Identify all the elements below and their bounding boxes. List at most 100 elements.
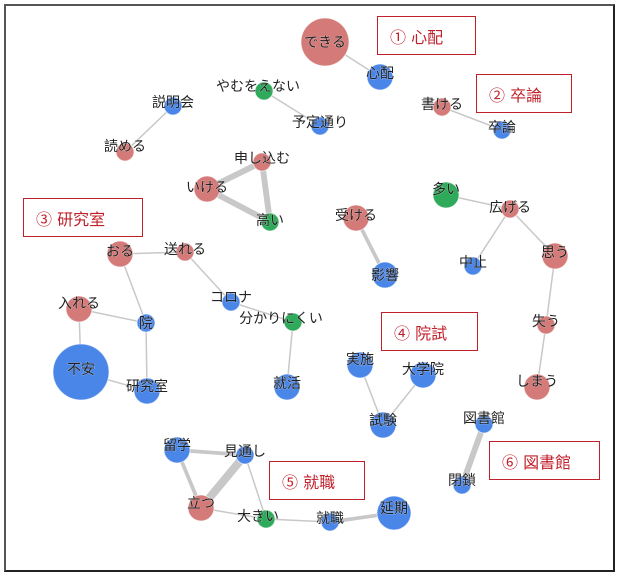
node-toshokan[interactable]: 図書館 [463, 410, 506, 434]
node-shiken[interactable]: 試験 [369, 411, 398, 439]
node-circle[interactable] [106, 240, 134, 268]
node-shuukatsu[interactable]: 就活 [273, 373, 302, 401]
node-heisa[interactable]: 閉鎖 [448, 473, 477, 495]
node-circle[interactable] [260, 212, 280, 232]
node-label: 研究室 [126, 378, 168, 395]
node-label: しまう [516, 374, 558, 390]
node-moshikomu[interactable]: 申し込む [234, 151, 291, 172]
node-daigakuin[interactable]: 大学院 [402, 361, 445, 389]
node-circle[interactable] [346, 351, 374, 379]
node-omou[interactable]: 思う [541, 242, 570, 270]
node-circle[interactable] [492, 120, 512, 140]
node-ikeru[interactable]: いける [186, 175, 229, 203]
node-circle[interactable] [163, 436, 191, 464]
node-circle[interactable] [432, 181, 460, 209]
node-circle[interactable] [523, 373, 551, 401]
node-corona[interactable]: コロナ [210, 290, 253, 312]
node-circle[interactable] [320, 512, 340, 532]
node-yomeru[interactable]: 読める [104, 138, 147, 162]
edge-mitooshi-ookii [244, 454, 267, 520]
node-circle[interactable] [115, 142, 135, 162]
node-oru[interactable]: おる [106, 240, 135, 268]
node-circle[interactable] [163, 96, 183, 116]
node-jisshi[interactable]: 実施 [346, 351, 375, 379]
node-circle[interactable] [52, 343, 110, 401]
node-label: 就職 [316, 511, 344, 527]
node-circle[interactable] [371, 261, 399, 289]
node-circle[interactable] [463, 256, 483, 276]
node-circle[interactable] [409, 361, 437, 389]
node-circle[interactable] [342, 204, 370, 232]
node-circle[interactable] [283, 312, 303, 332]
node-circle[interactable] [273, 373, 301, 401]
node-circle[interactable] [65, 295, 93, 323]
node-dekiru[interactable]: できる [300, 17, 350, 67]
node-ushinau[interactable]: 失う [532, 314, 561, 335]
node-label: 大学院 [402, 362, 444, 378]
node-ooi[interactable]: 多い [432, 181, 461, 209]
node-circle[interactable] [187, 494, 215, 522]
node-circle[interactable] [500, 199, 520, 219]
node-shimau[interactable]: しまう [516, 373, 559, 401]
node-eikyou[interactable]: 影響 [371, 261, 400, 289]
node-label: 心配 [366, 66, 394, 82]
node-hirogeru[interactable]: 広げる [489, 199, 532, 219]
node-label: 延期 [380, 501, 408, 517]
node-circle[interactable] [221, 292, 241, 312]
category-label-thesis: ② 卒論 [476, 74, 572, 113]
node-ukeru[interactable]: 受ける [335, 204, 378, 232]
node-circle[interactable] [452, 475, 472, 495]
node-label: 図書館 [463, 410, 505, 427]
node-mitooshi[interactable]: 見通し [224, 444, 267, 465]
node-circle[interactable] [366, 63, 394, 91]
node-label: 受ける [335, 208, 377, 224]
node-ookii[interactable]: 大きい [237, 509, 280, 529]
node-sotsuron[interactable]: 卒論 [488, 120, 517, 140]
node-fuan[interactable]: 不安 [52, 343, 110, 401]
node-takai[interactable]: 高い [256, 212, 285, 232]
node-label: 見通し [224, 444, 266, 460]
node-circle[interactable] [310, 116, 330, 136]
node-yoteidoori[interactable]: 予定通り [292, 115, 349, 136]
category-label-lab: ③ 研究室 [23, 198, 143, 237]
edge-kakeru-sotsuron [441, 106, 503, 131]
node-label: いける [186, 180, 228, 196]
node-circle[interactable] [536, 315, 556, 335]
node-shuushoku[interactable]: 就職 [316, 511, 345, 532]
node-label: 多い [432, 181, 460, 198]
node-label: 失う [532, 314, 560, 330]
node-ryuugaku[interactable]: 留学 [163, 436, 192, 464]
node-circle[interactable] [432, 97, 452, 117]
node-label: 影響 [371, 267, 399, 284]
node-yamuwoenai[interactable]: やむをえない [216, 79, 301, 101]
node-enki[interactable]: 延期 [376, 495, 412, 531]
node-circle[interactable] [175, 242, 195, 262]
node-label: 予定通り [292, 115, 348, 131]
node-chuushi[interactable]: 中止 [459, 255, 488, 276]
node-circle[interactable] [300, 17, 350, 67]
node-circle[interactable] [254, 81, 274, 101]
node-setsumeikai[interactable]: 説明会 [152, 95, 195, 116]
node-circle[interactable] [369, 411, 397, 439]
node-label: 大きい [237, 509, 279, 525]
node-circle[interactable] [235, 445, 255, 465]
node-circle[interactable] [252, 152, 272, 172]
node-circle[interactable] [474, 414, 494, 434]
node-circle[interactable] [136, 313, 156, 333]
edge-toshokan-heisa [459, 421, 487, 488]
node-kakeru[interactable]: 書ける [421, 97, 464, 117]
node-in[interactable]: 院 [136, 313, 156, 333]
node-tatsu[interactable]: 立つ [187, 494, 216, 522]
node-circle[interactable] [193, 175, 221, 203]
node-circle[interactable] [256, 509, 276, 529]
node-wakarinikui[interactable]: 分かりにくい [239, 311, 323, 332]
edge-ookii-shuushoku [265, 518, 331, 523]
node-shinpai[interactable]: 心配 [366, 63, 395, 91]
edge-setsumeikai-yomeru [124, 105, 174, 153]
node-okureru[interactable]: 送れる [164, 242, 207, 262]
node-circle[interactable] [133, 377, 161, 405]
node-kenkyuushitsu[interactable]: 研究室 [126, 377, 169, 405]
node-ireru[interactable]: 入れる [58, 295, 101, 323]
node-circle[interactable] [541, 242, 569, 270]
node-circle[interactable] [376, 495, 412, 531]
